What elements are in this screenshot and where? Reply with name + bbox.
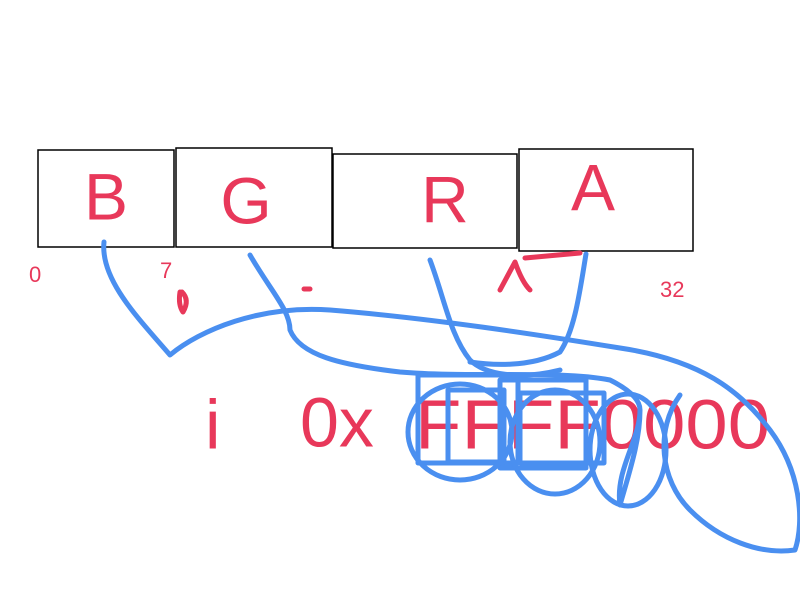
hex-value: i 0x FFFF0000 bbox=[205, 383, 770, 463]
byte-box-1-inner bbox=[445, 387, 507, 465]
channel-label-r: R bbox=[421, 162, 469, 236]
bit-mark-start: 0 bbox=[29, 262, 41, 287]
channel-box-r: R bbox=[332, 153, 518, 249]
channel-box-b: B bbox=[37, 149, 175, 248]
bit-index-marks: 0 7 32 bbox=[29, 250, 684, 315]
byte-groupings bbox=[405, 372, 669, 509]
channel-label-a: A bbox=[571, 150, 615, 224]
byte-circle-2 bbox=[507, 387, 603, 497]
bit-mark-scribble bbox=[176, 289, 189, 315]
channel-boxes: B G R A bbox=[37, 147, 694, 252]
index-variable: i bbox=[205, 385, 221, 463]
byte-circle-3 bbox=[587, 391, 669, 509]
byte-box-2 bbox=[497, 377, 589, 471]
wire-b bbox=[101, 239, 800, 554]
channel-label-g: G bbox=[220, 163, 271, 237]
channel-box-g: G bbox=[175, 147, 333, 248]
channel-label-b: B bbox=[84, 159, 128, 233]
wire-a bbox=[467, 251, 589, 367]
bit-mark-lambda bbox=[497, 250, 583, 293]
bit-mark-end: 32 bbox=[660, 277, 684, 302]
hex-prefix: 0x bbox=[300, 383, 374, 461]
channel-box-a: A bbox=[518, 148, 694, 252]
bit-mark-first: 7 bbox=[160, 258, 172, 283]
